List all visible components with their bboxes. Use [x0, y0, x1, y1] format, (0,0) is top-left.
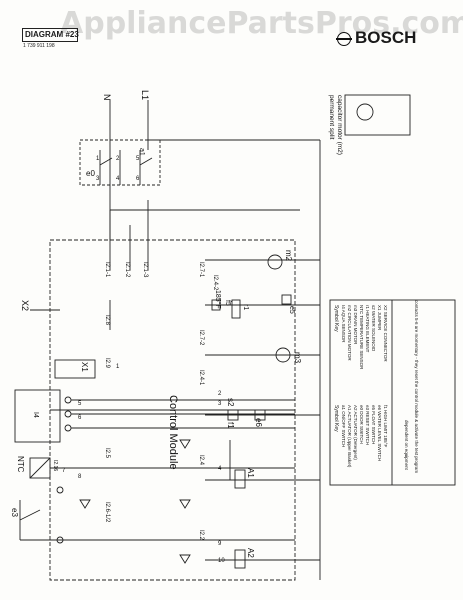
key-left-0: a1 ON/OFF SWITCH [341, 405, 346, 447]
e0-label: e0 [86, 169, 95, 178]
key-left-3: e0 DOOR SWITCH [359, 405, 364, 444]
key-right-2: m3 DRAIN MOTOR [353, 305, 358, 345]
key-left-2: A2 ACTUATOR (Detergent) [353, 405, 358, 460]
thermostat-f5 [211, 299, 221, 311]
terminal-6: 6 [78, 415, 82, 421]
key-left-title: Symbol Key [333, 405, 339, 432]
key-right-1: m2 CIRCULATION MOTOR [347, 305, 352, 361]
key-right-5: s2 WATER SOLENOID [371, 305, 376, 352]
terminal-3: 3 [218, 401, 222, 407]
x1-label: X1 [80, 362, 89, 372]
x2-label: X2 [20, 300, 30, 311]
symbol-key-box [329, 299, 456, 486]
motor-inset-box [344, 94, 411, 136]
float-switch-e5 [281, 294, 292, 305]
pin-i2-6: I2.6-1/2 [104, 502, 110, 523]
key-left-5: e5 FLOAT SWITCH [371, 405, 376, 444]
neutral-label: N [102, 94, 112, 101]
switch-terminal-4: 4 [116, 176, 120, 182]
key-right-title: Symbol Key [333, 305, 339, 332]
pin-i2-1-3: I2.1-3 [142, 262, 148, 278]
terminal-1: 1 [116, 364, 120, 370]
switch-terminal-5: 5 [136, 156, 140, 162]
brand-name: BOSCH [355, 28, 417, 47]
pin-i2-1-1: I2.1-1 [104, 262, 110, 278]
key-left-7: f1 HIGH LIMIT 185°F [383, 405, 388, 447]
pin-i2-4-1: I2.4-1 [198, 370, 204, 386]
f5-label: f5 [224, 300, 231, 306]
key-right-6: X1 JUMPER [377, 305, 382, 331]
e3-label: e3 [10, 508, 19, 517]
ntc-label: NTC [16, 456, 25, 473]
bosch-logo-icon [336, 32, 352, 46]
drain-motor-m3 [275, 347, 291, 363]
terminal-10: 10 [218, 558, 225, 564]
key-left-6: e6 WATER LEVEL SWITCH [377, 405, 382, 461]
aqua-sensor-box [14, 389, 61, 443]
terminal-5: 5 [78, 401, 82, 407]
line-label: L1 [140, 90, 150, 100]
circulation-motor-m2 [267, 254, 283, 270]
terminal-7: 7 [62, 468, 66, 474]
e5-label: e5 [288, 306, 295, 314]
a2-label: A2 [246, 548, 255, 558]
footnote-2: contacts 5-6 are momentary - they reset … [414, 300, 419, 473]
actuator-a2 [234, 549, 246, 569]
part-number: 1 739 911 198 [23, 43, 55, 49]
terminal-4: 4 [218, 466, 222, 472]
terminal-2: 2 [218, 391, 222, 397]
heating-element-r1 [231, 299, 241, 319]
footnote-1: dependent on equipment [404, 420, 409, 471]
motor-inset-line2: capacitor motor (m2) [336, 95, 343, 155]
terminal-8: 8 [78, 474, 82, 480]
pin-i2-9: I2.9 [104, 358, 110, 369]
control-module-title: Control Module [167, 395, 179, 470]
i2-16-label: I2.16 [52, 460, 58, 471]
switch-terminal-6: 6 [136, 176, 140, 182]
motor-inset-line1: permanent split [328, 95, 335, 140]
e6-label: e6 [254, 418, 263, 427]
key-left-1: A1 ACTUATOR (Upper Basket) [347, 405, 352, 468]
r1-label: r1 [242, 304, 249, 310]
key-left-4: e3 RESET SWITCH [365, 405, 370, 445]
switch-terminal-3: 3 [96, 176, 100, 182]
pin-i2-4: I2.4 [198, 455, 204, 466]
switch-terminal-2: 2 [116, 156, 120, 162]
pin-i2-7-1: I2.7-1 [198, 262, 204, 278]
thermostat-label: 185°F [214, 290, 222, 309]
a1-switch-label: a1 [138, 148, 145, 156]
a1-label: A1 [246, 468, 255, 478]
switch-terminal-1: 1 [96, 156, 100, 162]
s2-label: s2 [226, 398, 235, 407]
diagram-number: DIAGRAM #23 [22, 28, 79, 42]
terminal-9: 9 [218, 541, 222, 547]
pin-i2-4-2: I2.4-2 [212, 275, 218, 291]
key-right-0: I4 AQUA SENSOR [341, 305, 346, 343]
f1-label: f1 [226, 422, 235, 429]
x1-jumper [54, 359, 96, 379]
actuator-a1 [234, 469, 246, 489]
pin-i2-8: I2.8 [104, 315, 110, 326]
i4-label: I4 [32, 412, 39, 418]
pin-i2-1-2: I2.1-2 [124, 262, 130, 278]
pin-i2-7-2: I2.7-2 [198, 330, 204, 346]
m2-label: m2 [284, 250, 293, 262]
watermark: AppliancePartsPros.com [60, 6, 463, 41]
key-right-7: X2 SERVICE CONNECTOR [383, 305, 388, 362]
m3-label: m3 [293, 352, 302, 364]
key-right-3: NTC TEMPERATURE SENSOR [359, 305, 364, 370]
key-right-4: r1 HEATING ELEMENT [365, 305, 370, 353]
pin-i2-2: I2.2 [198, 530, 204, 541]
pin-i2-5: I2.5 [104, 448, 110, 459]
